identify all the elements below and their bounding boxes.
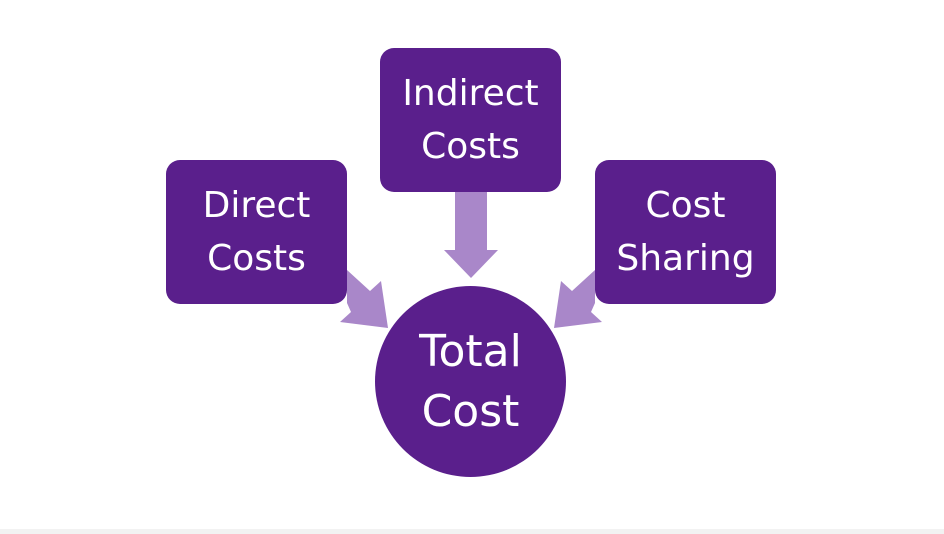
arrow-direct-to-total — [340, 270, 388, 328]
node-cost-sharing: Cost Sharing — [595, 160, 776, 304]
bottom-divider — [0, 529, 944, 534]
arrow-sharing-to-total — [554, 270, 602, 328]
node-total-cost: Total Cost — [375, 286, 566, 477]
node-indirect-costs: Indirect Costs — [380, 48, 561, 192]
node-direct-costs: Direct Costs — [166, 160, 347, 304]
arrow-indirect-to-total — [444, 192, 498, 278]
